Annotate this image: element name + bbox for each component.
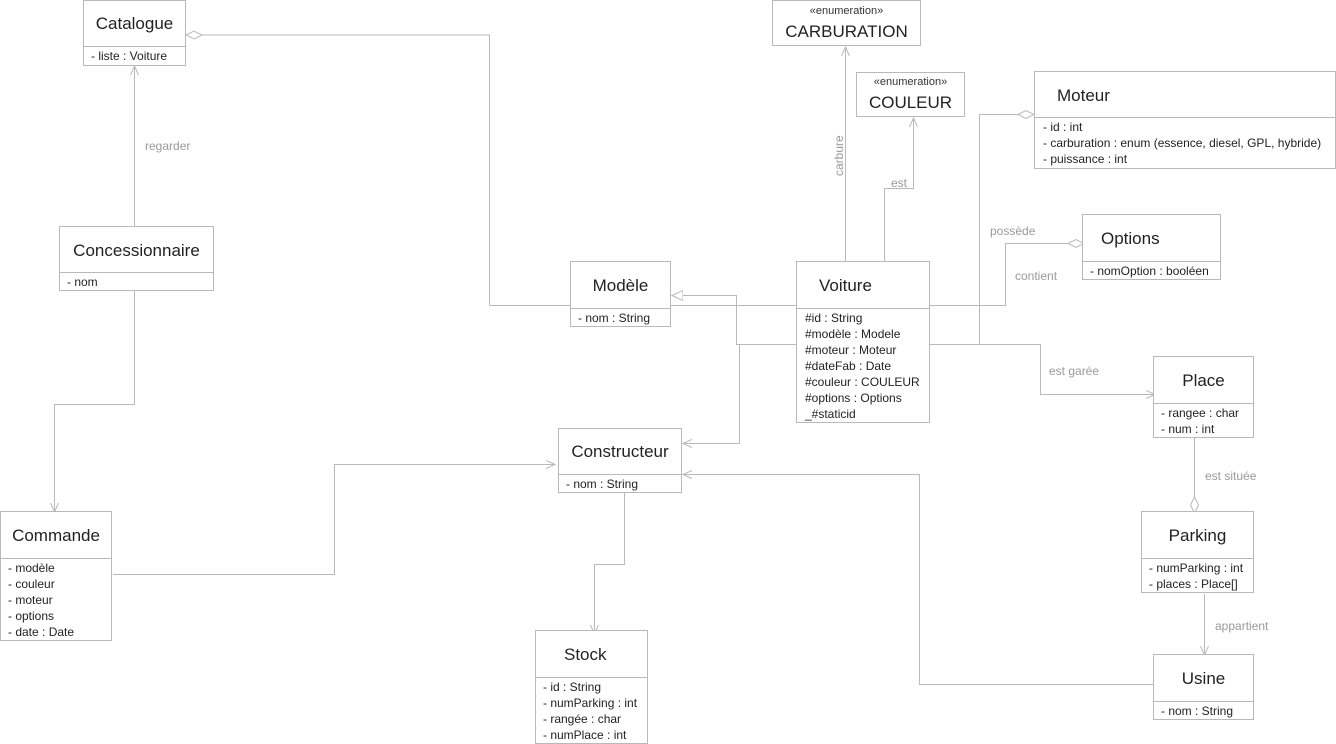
link-usine-constructeur [683, 475, 1153, 685]
attribute-list: - modèle - couleur - moteur - options - … [1, 559, 111, 640]
enum-carburation[interactable]: «enumeration» CARBURATION [772, 0, 921, 46]
attribute-list: - nomOption : booléen [1083, 262, 1220, 279]
label-contient: contient [1015, 269, 1058, 283]
attribute: - date : Date [8, 625, 75, 639]
attribute-list: - nom : String [571, 309, 670, 326]
class-title: Catalogue [95, 14, 174, 33]
attribute-list: - nom [60, 273, 213, 290]
attribute: - moteur [8, 593, 53, 607]
class-title: CARBURATION [785, 22, 908, 41]
class-title: Stock [564, 645, 607, 664]
attribute: - id : String [543, 680, 602, 694]
stereotype-label: «enumeration» [809, 5, 884, 17]
attribute: - nom : String [566, 477, 639, 491]
class-title: Place [1182, 371, 1225, 390]
label-possede: possède [990, 224, 1036, 238]
link-catalogue-modele [186, 35, 490, 305]
attribute: - puissance : int [1043, 152, 1128, 166]
link-contient [929, 244, 1084, 306]
class-modele[interactable]: Modèle - nom : String [570, 261, 671, 327]
attribute: - nom [67, 275, 98, 289]
class-title: Voiture [819, 276, 872, 295]
class-title: Constructeur [571, 442, 669, 461]
attribute-list: - rangee : char - num : int [1154, 404, 1253, 437]
class-catalogue[interactable]: Catalogue - liste : Voiture [83, 0, 186, 66]
attribute: - num : int [1161, 422, 1215, 436]
class-commande[interactable]: Commande - modèle - couleur - moteur - o… [0, 511, 112, 641]
class-constructeur[interactable]: Constructeur - nom : String [558, 428, 682, 493]
attribute-list: - liste : Voiture [84, 47, 185, 64]
attribute-list: #id : String #modèle : Modele #moteur : … [797, 309, 929, 422]
enum-couleur[interactable]: «enumeration» COULEUR [856, 72, 965, 117]
class-stock[interactable]: Stock - id : String - numParking : int -… [535, 630, 648, 744]
attribute-list: - nom : String [1154, 702, 1253, 719]
class-title: Options [1101, 229, 1160, 248]
class-title: Parking [1168, 526, 1227, 545]
class-moteur[interactable]: Moteur - id : int - carburation : enum (… [1034, 71, 1336, 169]
label-appartient: appartient [1215, 619, 1269, 633]
attribute: #options : Options [805, 391, 902, 405]
class-title: Moteur [1057, 86, 1110, 105]
attribute: - numParking : int [1149, 561, 1244, 575]
link-constructeur-stock [595, 492, 625, 634]
attribute: _#staticid [805, 407, 856, 421]
link-voiture-constructeur [683, 344, 740, 444]
attribute: - rangée : char [543, 712, 622, 726]
link-commande-constructeur [113, 465, 555, 575]
class-concessionnaire[interactable]: Concessionnaire - nom [59, 226, 214, 291]
link-voiture-modele [672, 296, 796, 345]
attribute: - numPlace : int [543, 728, 627, 742]
label-est-garee: est garée [1049, 364, 1100, 378]
attribute: #couleur : COULEUR [805, 375, 920, 389]
attribute-list: - numParking : int - places : Place[] [1142, 559, 1253, 592]
attribute: - nom : String [578, 311, 651, 325]
attribute: #moteur : Moteur [805, 343, 897, 357]
attribute: - places : Place[] [1149, 577, 1238, 591]
class-voiture[interactable]: Voiture #id : String #modèle : Modele #m… [796, 261, 930, 423]
class-options[interactable]: Options - nomOption : booléen [1082, 214, 1221, 280]
attribute: - carburation : enum (essence, diesel, G… [1043, 136, 1322, 150]
attribute: - nom : String [1161, 704, 1234, 718]
link-possede [929, 115, 1034, 345]
attribute: - numParking : int [543, 696, 638, 710]
class-title: Concessionnaire [73, 241, 200, 260]
class-parking[interactable]: Parking - numParking : int - places : Pl… [1141, 511, 1254, 593]
label-regarder: regarder [145, 139, 191, 153]
attribute: - couleur [8, 577, 55, 591]
attribute: #id : String [805, 311, 863, 325]
class-title: COULEUR [868, 93, 953, 112]
attribute-list: - id : int - carburation : enum (essence… [1035, 118, 1335, 167]
class-title: Usine [1181, 669, 1226, 688]
label-carbure: carbure [832, 135, 846, 176]
link-est-garee [979, 344, 1156, 395]
attribute-list: - nom : String [559, 475, 681, 492]
class-title: Commande [12, 526, 100, 545]
class-usine[interactable]: Usine - nom : String [1153, 654, 1254, 720]
attribute: #dateFab : Date [805, 359, 892, 373]
label-est-situee: est située [1205, 469, 1257, 483]
attribute: - modèle [8, 561, 55, 575]
attribute: #modèle : Modele [805, 327, 901, 341]
attribute-list: - id : String - numParking : int - rangé… [536, 678, 647, 743]
attribute: - liste : Voiture [91, 49, 168, 63]
class-place[interactable]: Place - rangee : char - num : int [1153, 356, 1254, 438]
link-concessionnaire-commande [55, 290, 135, 512]
attribute: - options [8, 609, 55, 623]
link-est [884, 118, 914, 262]
label-est: est [891, 176, 908, 190]
stereotype-label: «enumeration» [873, 76, 948, 88]
attribute: - rangee : char [1161, 406, 1240, 420]
attribute: - nomOption : booléen [1090, 264, 1209, 278]
attribute: - id : int [1043, 120, 1083, 134]
class-title: Modèle [592, 276, 649, 295]
